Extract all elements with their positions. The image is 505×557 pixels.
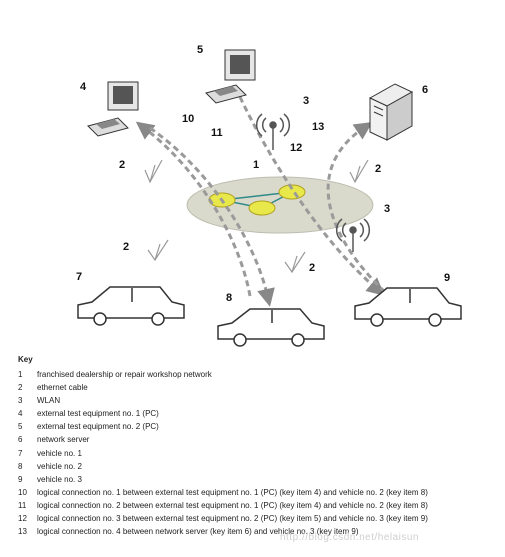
key-item-number: 3 (18, 396, 23, 406)
key-item: 4 external test equipment no. 1 (PC) (18, 407, 498, 420)
callout-6: 6 (422, 84, 428, 96)
key-item: 9 vehicle no. 3 (18, 473, 498, 486)
callout-7: 7 (76, 271, 82, 283)
callout-2: 2 (375, 163, 381, 175)
key-item-number: 11 (18, 500, 27, 510)
watermark: http://blog.csdn.net/helaisun (280, 532, 420, 543)
key-item: 3 WLAN (18, 394, 498, 407)
key-item-text: network server (37, 435, 90, 445)
key-item-number: 10 (18, 487, 27, 497)
callout-2: 2 (119, 159, 125, 171)
key-item: 11 logical connection no. 2 between exter… (18, 499, 498, 512)
vehicle-9-icon (354, 287, 462, 327)
key-item: 12 logical connection no. 3 between exter… (18, 512, 498, 525)
connection-13 (326, 122, 387, 294)
vehicle-7-icon (77, 286, 185, 326)
key-item: 10 logical connection no. 1 between exter… (18, 486, 498, 499)
key-rows: 1 franchised dealership or repair worksho… (18, 368, 498, 538)
key-item-number: 8 (18, 461, 23, 471)
connection-10 (135, 121, 252, 297)
vehicle-8-icon (217, 308, 325, 347)
callout-2: 2 (309, 262, 315, 274)
key-item-text: vehicle no. 2 (37, 461, 82, 471)
callout-12: 12 (290, 142, 302, 154)
logical-connections (135, 96, 387, 307)
key-item-text: external test equipment no. 1 (PC) (37, 409, 159, 419)
key-item-number: 4 (18, 409, 23, 419)
callout-3: 3 (384, 203, 390, 215)
key-item-text: ethernet cable (37, 383, 88, 393)
callout-1: 1 (253, 159, 259, 171)
key-item-text: franchised dealership or repair workshop… (37, 370, 212, 379)
key-item: 13 logical connection no. 4 between netwo… (18, 525, 498, 538)
callout-5: 5 (197, 44, 203, 56)
key-item-text: WLAN (37, 396, 61, 406)
connection-11 (149, 126, 275, 307)
key-item: 5 external test equipment no. 2 (PC) (18, 420, 498, 433)
pc-4-icon (87, 81, 139, 137)
callout-4: 4 (80, 81, 87, 93)
callout-13: 13 (312, 121, 324, 133)
callout-2: 2 (123, 241, 129, 253)
callout-10: 10 (182, 113, 194, 125)
key-item-number: 2 (18, 383, 23, 393)
callout-3: 3 (303, 95, 309, 107)
key-item-text: logical connection no. 3 between externa… (37, 514, 428, 524)
callout-8: 8 (226, 292, 232, 304)
key-item-text: vehicle no. 3 (37, 474, 82, 484)
wlan-icon (335, 218, 371, 252)
key-item-number: 9 (18, 474, 23, 484)
key-item: 1 franchised dealership or repair worksho… (18, 368, 498, 381)
key-item-number: 13 (18, 527, 27, 537)
callout-11: 11 (211, 127, 223, 139)
network-diagram: 4 5 6 3 3 10 11 13 12 1 2 2 2 2 7 8 9 (76, 44, 462, 347)
wlan-icon (255, 113, 291, 150)
pc-5-icon (205, 49, 256, 104)
server-icon (368, 83, 414, 141)
callout-9: 9 (444, 272, 450, 284)
key-legend: Key 1 franchised dealership or repair wor… (18, 355, 498, 538)
key-item: 2 ethernet cable (18, 381, 498, 394)
key-item-number: 1 (18, 370, 23, 379)
key-item-number: 7 (18, 448, 23, 458)
key-item-text: vehicle no. 1 (37, 448, 82, 458)
key-item-text: logical connection no. 1 between externa… (37, 487, 428, 497)
key-item-text: logical connection no. 2 between externa… (37, 500, 428, 510)
key-item: 7 vehicle no. 1 (18, 447, 498, 460)
key-item: 6 network server (18, 433, 498, 446)
key-item: 8 vehicle no. 2 (18, 460, 498, 473)
key-title: Key (18, 355, 33, 364)
key-item-number: 12 (18, 514, 27, 524)
key-item-number: 5 (18, 422, 23, 432)
key-item-text: external test equipment no. 2 (PC) (37, 422, 159, 432)
key-item-number: 6 (18, 435, 23, 445)
key-item-text: logical connection no. 4 between network… (37, 527, 359, 537)
ethernet-cable-icon (144, 159, 369, 274)
